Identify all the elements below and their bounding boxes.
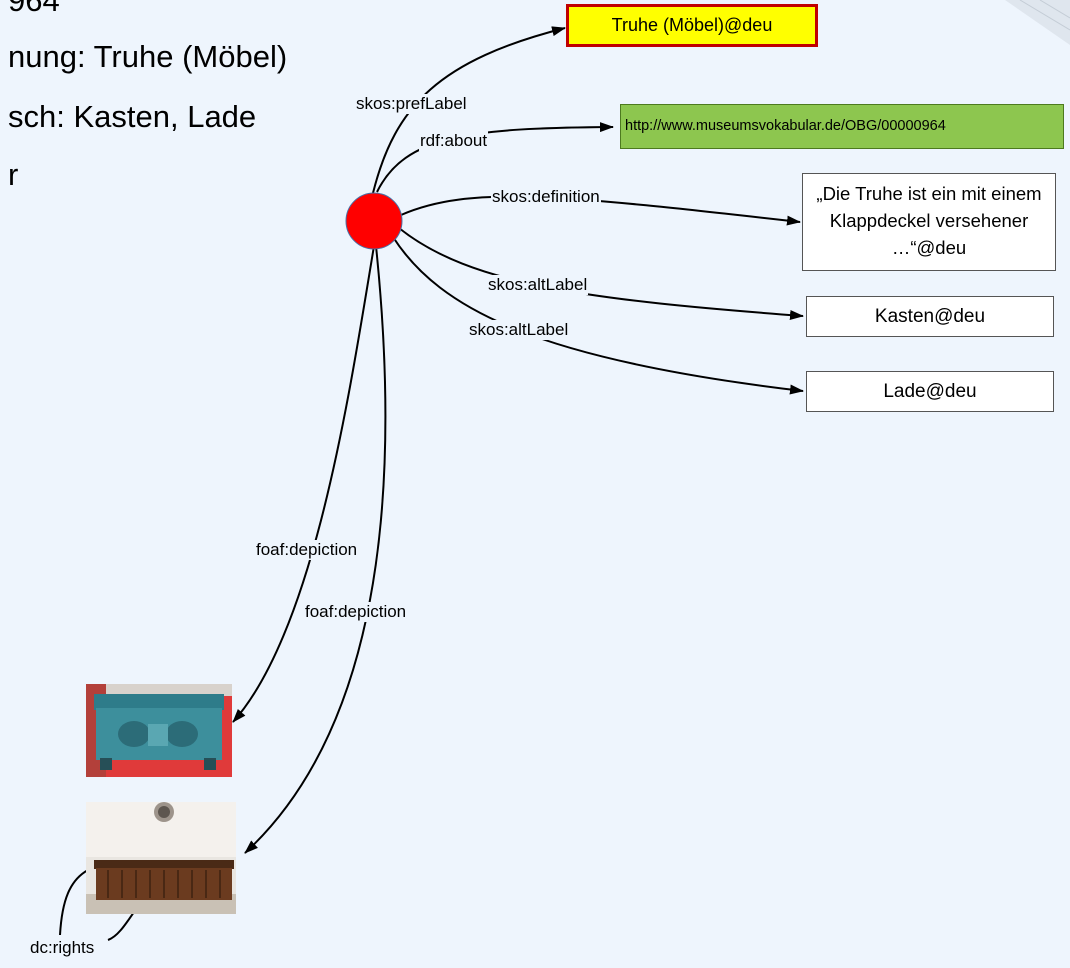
subject-node xyxy=(345,192,403,250)
slide-text-line-3: sch: Kasten, Lade xyxy=(8,99,257,134)
slide-text-line-4: r xyxy=(8,157,19,192)
edge-label-depiction-2: foaf:depiction xyxy=(304,602,408,622)
edge-alt-label-1 xyxy=(398,227,804,321)
chest-photo-blue xyxy=(86,684,232,777)
edge-label-rights: dc:rights xyxy=(29,938,96,958)
edge-label-alt-label-1: skos:altLabel xyxy=(487,275,589,295)
alt-label-node-2: Lade@deu xyxy=(806,371,1054,412)
edge-label-pref-label: skos:prefLabel xyxy=(355,94,468,114)
edge-label-alt-label-2: skos:altLabel xyxy=(468,320,570,340)
uri-node: http://www.museumsvokabular.de/OBG/00000… xyxy=(620,104,1064,149)
edge-rdf-about xyxy=(376,122,614,193)
pref-label-text: Truhe (Möbel)@deu xyxy=(611,15,773,35)
alt-label-2-text: Lade@deu xyxy=(883,381,977,402)
pref-label-node: Truhe (Möbel)@deu xyxy=(566,4,818,47)
edge-rights xyxy=(59,869,89,936)
alt-label-node-1: Kasten@deu xyxy=(806,296,1054,337)
edge-label-depiction-1: foaf:depiction xyxy=(255,540,359,560)
corner-decoration xyxy=(1005,0,1070,45)
edge-label-definition: skos:definition xyxy=(491,187,601,207)
edge-depiction-1 xyxy=(232,245,375,723)
definition-text: „Die Truhe ist ein mit einem Klappdeckel… xyxy=(816,183,1042,258)
alt-label-1-text: Kasten@deu xyxy=(874,306,986,327)
edge-pref-label xyxy=(372,26,566,194)
slide-text-line-1: 964 xyxy=(8,0,60,18)
chest-photo-wooden xyxy=(86,802,236,914)
uri-text: http://www.museumsvokabular.de/OBG/00000… xyxy=(625,118,946,134)
edge-depiction-2 xyxy=(244,245,387,854)
slide-text-line-2: nung: Truhe (Möbel) xyxy=(8,39,288,74)
definition-node: „Die Truhe ist ein mit einem Klappdeckel… xyxy=(802,173,1056,271)
edge-label-rdf-about: rdf:about xyxy=(419,131,489,151)
